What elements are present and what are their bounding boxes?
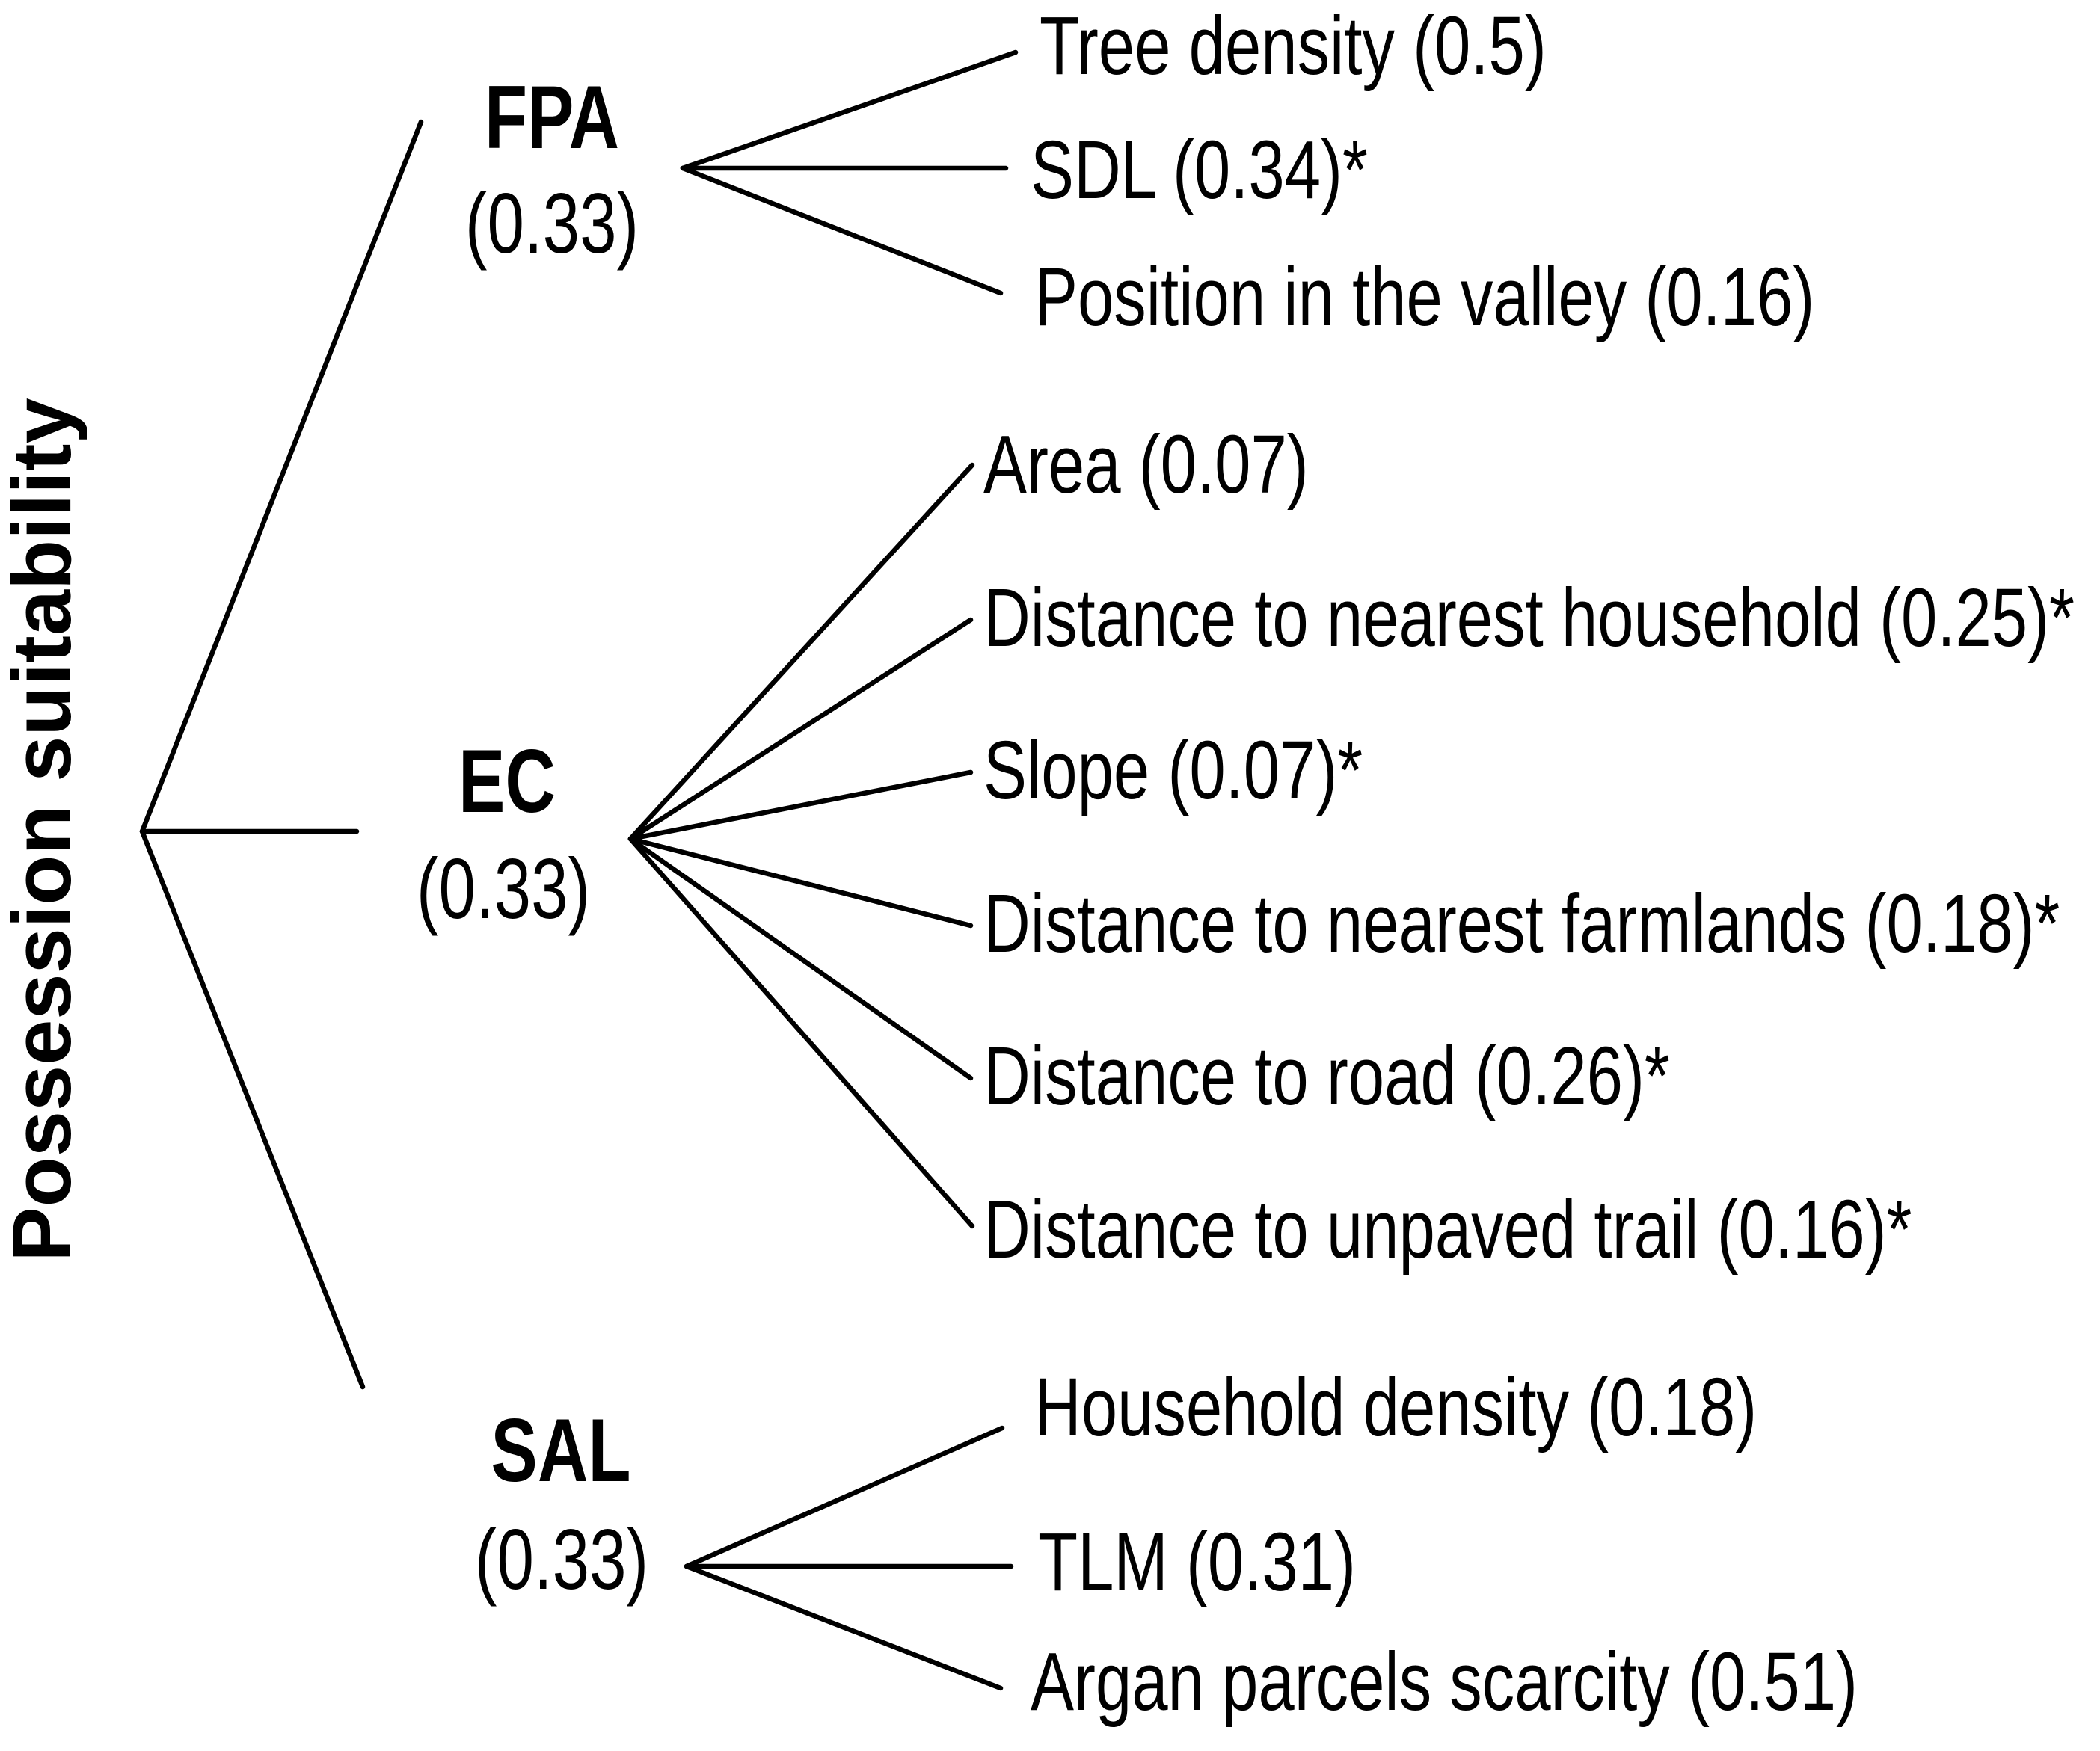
criterion-sal-code: SAL	[491, 1400, 631, 1501]
leaf-tlm: TLM (0.31)	[1038, 1516, 1356, 1608]
criterion-fpa-code: FPA	[484, 67, 620, 167]
criterion-sal-weight: (0.33)	[474, 1512, 649, 1607]
leaf-dist-farmlands: Distance to nearest farmlands (0.18)*	[983, 878, 2060, 970]
edge-ec-leaf-5	[627, 836, 974, 1081]
criterion-ec-code: EC	[458, 731, 556, 831]
leaf-tree-density: Tree density (0.5)	[1040, 0, 1547, 92]
edge-sal-leaf-1	[684, 1425, 1005, 1569]
edge-root-sal	[139, 828, 366, 1390]
leaf-slope: Slope (0.07)*	[983, 724, 1363, 816]
edge-fpa-leaf-1	[680, 49, 1019, 171]
edge-root-fpa	[139, 119, 424, 834]
leaf-argan-scarcity: Argan parcels scarcity (0.51)	[1031, 1636, 1858, 1728]
edge-ec-leaf-6	[627, 836, 975, 1229]
edge-ec-leaf-2	[627, 617, 974, 842]
leaf-sdl: SDL (0.34)*	[1031, 124, 1368, 216]
leaf-dist-unpaved-trail: Distance to unpaved trail (0.16)*	[983, 1184, 1912, 1275]
leaf-dist-road: Distance to road (0.26)*	[983, 1030, 1670, 1122]
criterion-fpa-weight: (0.33)	[464, 176, 639, 271]
edge-ec-leaf-4	[627, 836, 974, 929]
root-node-label: Possession suitability	[0, 398, 88, 1262]
edge-ec-leaf-1	[627, 462, 975, 842]
leaf-dist-household: Distance to nearest household (0.25)*	[983, 572, 2075, 664]
edge-sal-leaf-3	[684, 1563, 1004, 1691]
edge-ec-leaf-3	[627, 769, 974, 842]
edge-fpa-leaf-3	[680, 165, 1004, 296]
leaf-household-density: Household density (0.18)	[1034, 1361, 1757, 1453]
leaf-area: Area (0.07)	[983, 419, 1309, 511]
criterion-ec-weight: (0.33)	[416, 842, 591, 937]
leaf-position-valley: Position in the valley (0.16)	[1034, 251, 1815, 343]
